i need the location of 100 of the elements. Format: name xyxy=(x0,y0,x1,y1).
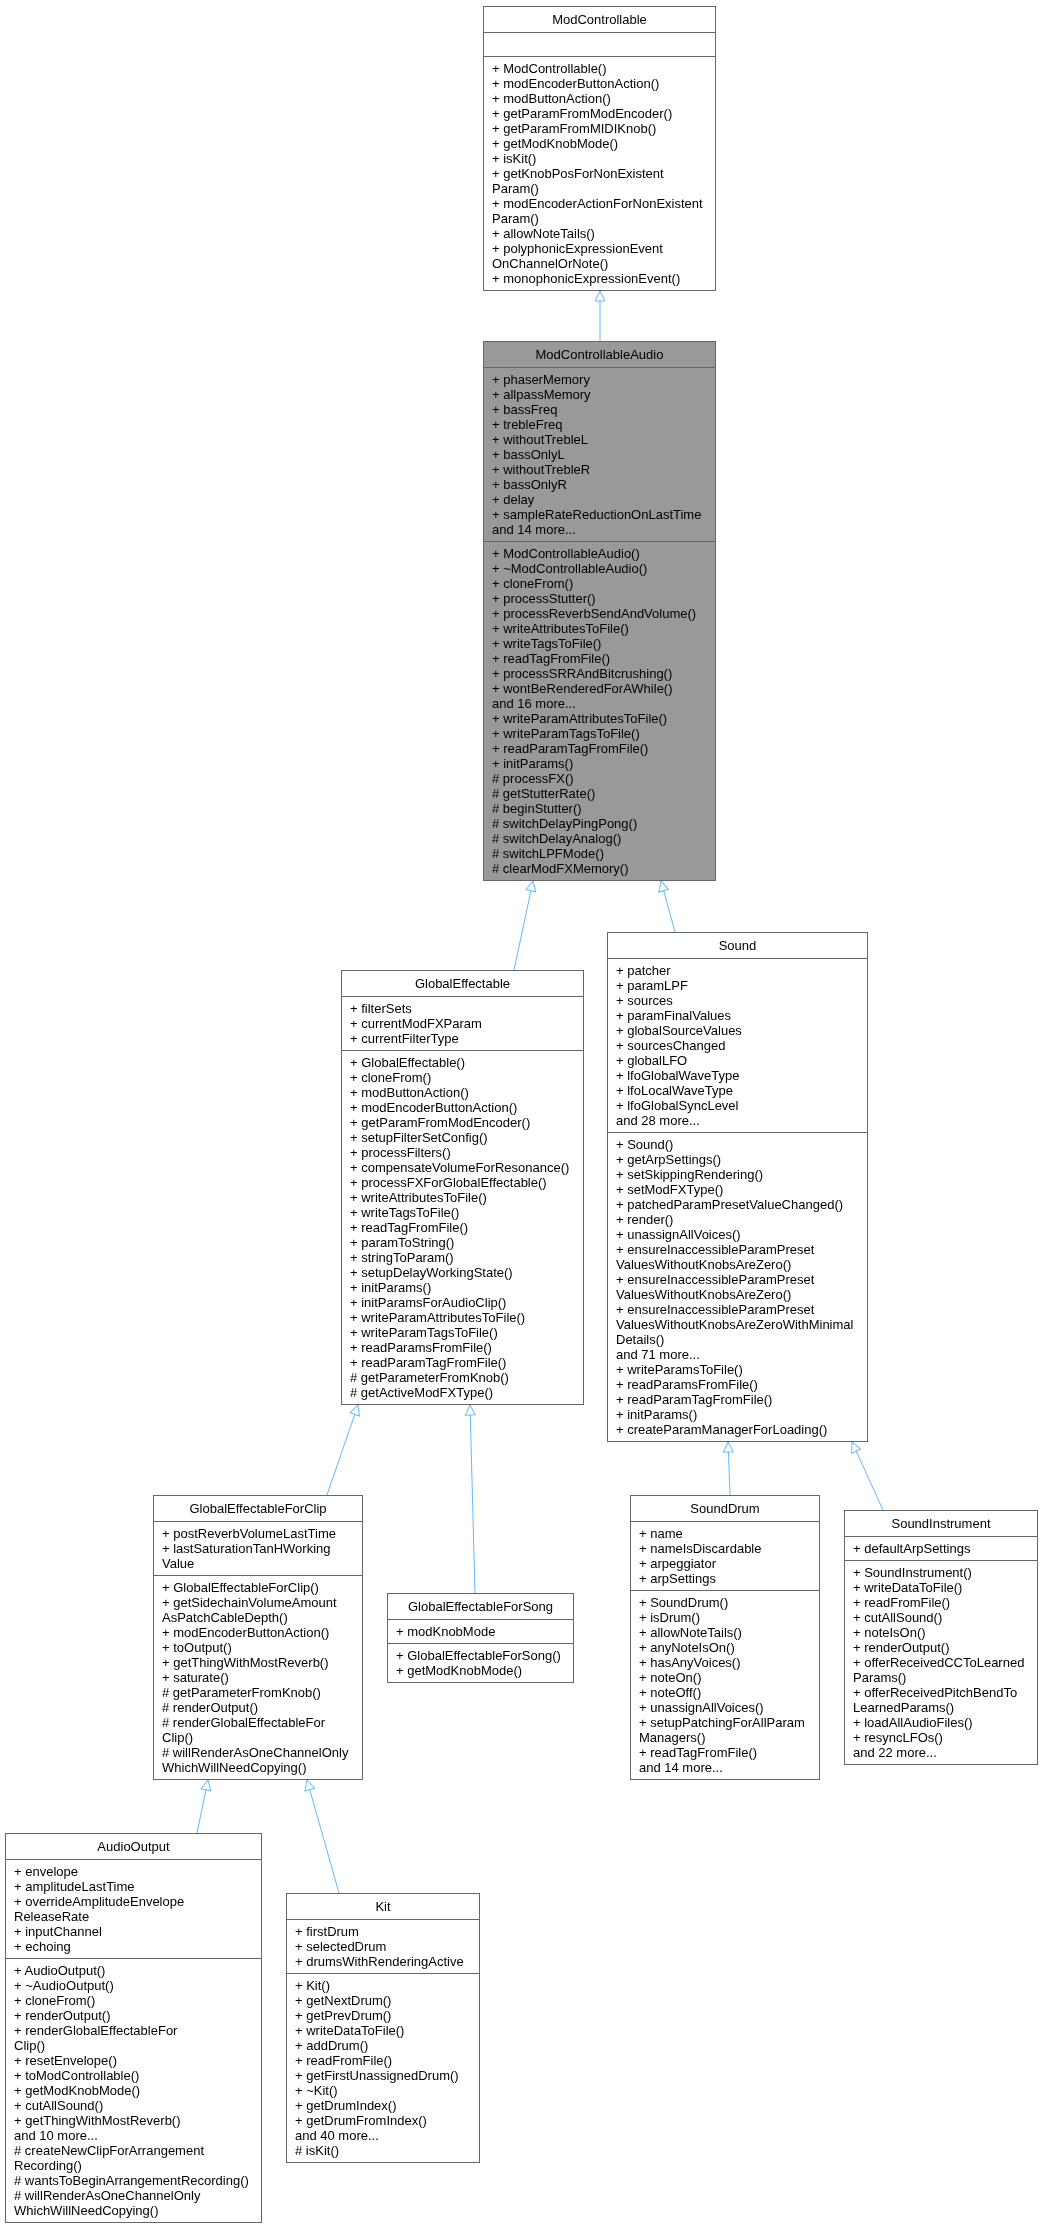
member-text: + processReverbSendAndVolume() xyxy=(492,606,697,621)
member-text: + noteOff() xyxy=(639,1685,702,1700)
member-text: + lfoGlobalSyncLevel xyxy=(616,1098,739,1113)
member-text: + getArpSettings() xyxy=(616,1152,722,1167)
member-text: + noteIsOn() xyxy=(853,1625,926,1640)
class-name: ModControllableAudio xyxy=(535,347,664,362)
member-text: # willRenderAsOneChannelOnly WhichWillNeedCopying() xyxy=(162,1745,349,1775)
member-text: + defaultArpSettings xyxy=(853,1541,971,1556)
class-name: GlobalEffectableForClip xyxy=(189,1501,327,1516)
member-text: + GlobalEffectableForSong() xyxy=(396,1648,561,1663)
member-text: + cloneFrom() xyxy=(350,1070,432,1085)
member-text: + paramToString() xyxy=(350,1235,455,1250)
member-text: + getPrevDrum() xyxy=(295,2008,392,2023)
member-text: + overrideAmplitudeEnvelope ReleaseRate xyxy=(14,1894,185,1924)
member-text: + initParams() xyxy=(492,756,574,771)
member-text: + readFromFile() xyxy=(853,1595,951,1610)
member-text: + render() xyxy=(616,1212,674,1227)
member-text: + postReverbVolumeLastTime xyxy=(162,1526,337,1541)
member-text: + monophonicExpressionEvent() xyxy=(492,271,681,286)
member-text: + firstDrum xyxy=(295,1924,359,1939)
member-text: + AudioOutput() xyxy=(14,1963,106,1978)
member-text: + readTagFromFile() xyxy=(639,1745,758,1760)
member-text: + getKnobPosForNonExistent Param() xyxy=(492,166,664,196)
member-text: + arpeggiator xyxy=(639,1556,716,1571)
class-box xyxy=(607,932,868,1442)
member-text: + readTagFromFile() xyxy=(350,1220,469,1235)
member-text: # renderOutput() xyxy=(162,1700,259,1715)
member-text: + renderOutput() xyxy=(14,2008,111,2023)
member-text: + saturate() xyxy=(162,1670,229,1685)
member-text: + getModKnobMode() xyxy=(396,1663,523,1678)
member-text: + patchedParamPresetValueChanged() xyxy=(616,1197,844,1212)
member-text: # getStutterRate() xyxy=(492,786,596,801)
member-text: + writeParamsToFile() xyxy=(616,1362,743,1377)
member-text: + writeParamAttributesToFile() xyxy=(492,711,668,726)
member-text: # switchDelayPingPong() xyxy=(492,816,638,831)
member-text: # getParameterFromKnob() xyxy=(162,1685,321,1700)
member-text: + resetEnvelope() xyxy=(14,2053,117,2068)
member-text: + allpassMemory xyxy=(492,387,591,402)
member-text: # beginStutter() xyxy=(492,801,582,816)
member-text: + writeTagsToFile() xyxy=(350,1205,460,1220)
member-text: + addDrum() xyxy=(295,2038,369,2053)
member-text: + renderGlobalEffectableFor Clip() xyxy=(14,2023,178,2053)
class-box xyxy=(630,1495,820,1780)
member-text: + wontBeRenderedForAWhile() xyxy=(492,681,673,696)
member-text: and 14 more... xyxy=(639,1760,723,1775)
member-text: + GlobalEffectable() xyxy=(350,1055,466,1070)
member-text: + initParams() xyxy=(350,1280,432,1295)
member-text: # isKit() xyxy=(295,2143,340,2158)
member-text: and 22 more... xyxy=(853,1745,937,1760)
inheritance-arrow xyxy=(722,1441,734,1496)
class-box xyxy=(153,1495,363,1780)
member-text: and 10 more... xyxy=(14,2128,98,2143)
member-text: + getModKnobMode() xyxy=(14,2083,141,2098)
member-text: # willRenderAsOneChannelOnly WhichWillNeedCopying() xyxy=(14,2188,201,2218)
member-text: + initParamsForAudioClip() xyxy=(350,1295,507,1310)
class-name: GlobalEffectable xyxy=(414,976,511,991)
member-text: + paramLPF xyxy=(616,978,688,993)
member-text: + unassignAllVoices() xyxy=(616,1227,741,1242)
member-text: + ~AudioOutput() xyxy=(14,1978,114,1993)
class-box xyxy=(341,970,584,1405)
member-text: + getParamFromMIDIKnob() xyxy=(492,121,657,136)
member-text: + inputChannel xyxy=(14,1924,102,1939)
member-text: + bassOnlyR xyxy=(492,477,567,492)
inheritance-arrow xyxy=(326,1404,360,1496)
member-text: # getActiveModFXType() xyxy=(350,1385,494,1400)
member-text: + readParamsFromFile() xyxy=(350,1340,492,1355)
inheritance-arrow xyxy=(196,1779,212,1834)
member-text: + sourcesChanged xyxy=(616,1038,726,1053)
member-text: + ~ModControllableAudio() xyxy=(492,561,648,576)
inheritance-arrow xyxy=(513,880,537,971)
member-text: # switchLPFMode() xyxy=(492,846,604,861)
inheritance-arrow xyxy=(658,880,676,933)
member-text: # switchDelayAnalog() xyxy=(492,831,622,846)
member-text: + compensateVolumeForResonance() xyxy=(350,1160,570,1175)
member-text: + modButtonAction() xyxy=(350,1085,469,1100)
member-text: + drumsWithRenderingActive xyxy=(295,1954,464,1969)
member-text: + selectedDrum xyxy=(295,1939,387,1954)
inheritance-arrow xyxy=(594,290,606,342)
member-text: + unassignAllVoices() xyxy=(639,1700,764,1715)
member-text: + cutAllSound() xyxy=(853,1610,943,1625)
inheritance-arrow xyxy=(304,1779,340,1894)
member-text: + readParamTagFromFile() xyxy=(492,741,649,756)
member-text: + allowNoteTails() xyxy=(492,226,595,241)
member-text: + setSkippingRendering() xyxy=(616,1167,764,1182)
member-text: # clearModFXMemory() xyxy=(492,861,629,876)
member-text: # renderGlobalEffectableFor Clip() xyxy=(162,1715,326,1745)
member-text: + lfoGlobalWaveType xyxy=(616,1068,740,1083)
class-box xyxy=(5,1833,262,2223)
member-text: + getThingWithMostReverb() xyxy=(14,2113,181,2128)
member-text: + GlobalEffectableForClip() xyxy=(162,1580,319,1595)
member-text: + resyncLFOs() xyxy=(853,1730,943,1745)
member-text: + writeTagsToFile() xyxy=(492,636,602,651)
member-text: + getFirstUnassignedDrum() xyxy=(295,2068,459,2083)
member-text: + filterSets xyxy=(350,1001,412,1016)
member-text: + envelope xyxy=(14,1864,78,1879)
member-text: + writeAttributesToFile() xyxy=(350,1190,487,1205)
member-text: + hasAnyVoices() xyxy=(639,1655,741,1670)
inheritance-arrow xyxy=(851,1441,884,1511)
member-text: + anyNoteIsOn() xyxy=(639,1640,735,1655)
member-text: + echoing xyxy=(14,1939,71,1954)
